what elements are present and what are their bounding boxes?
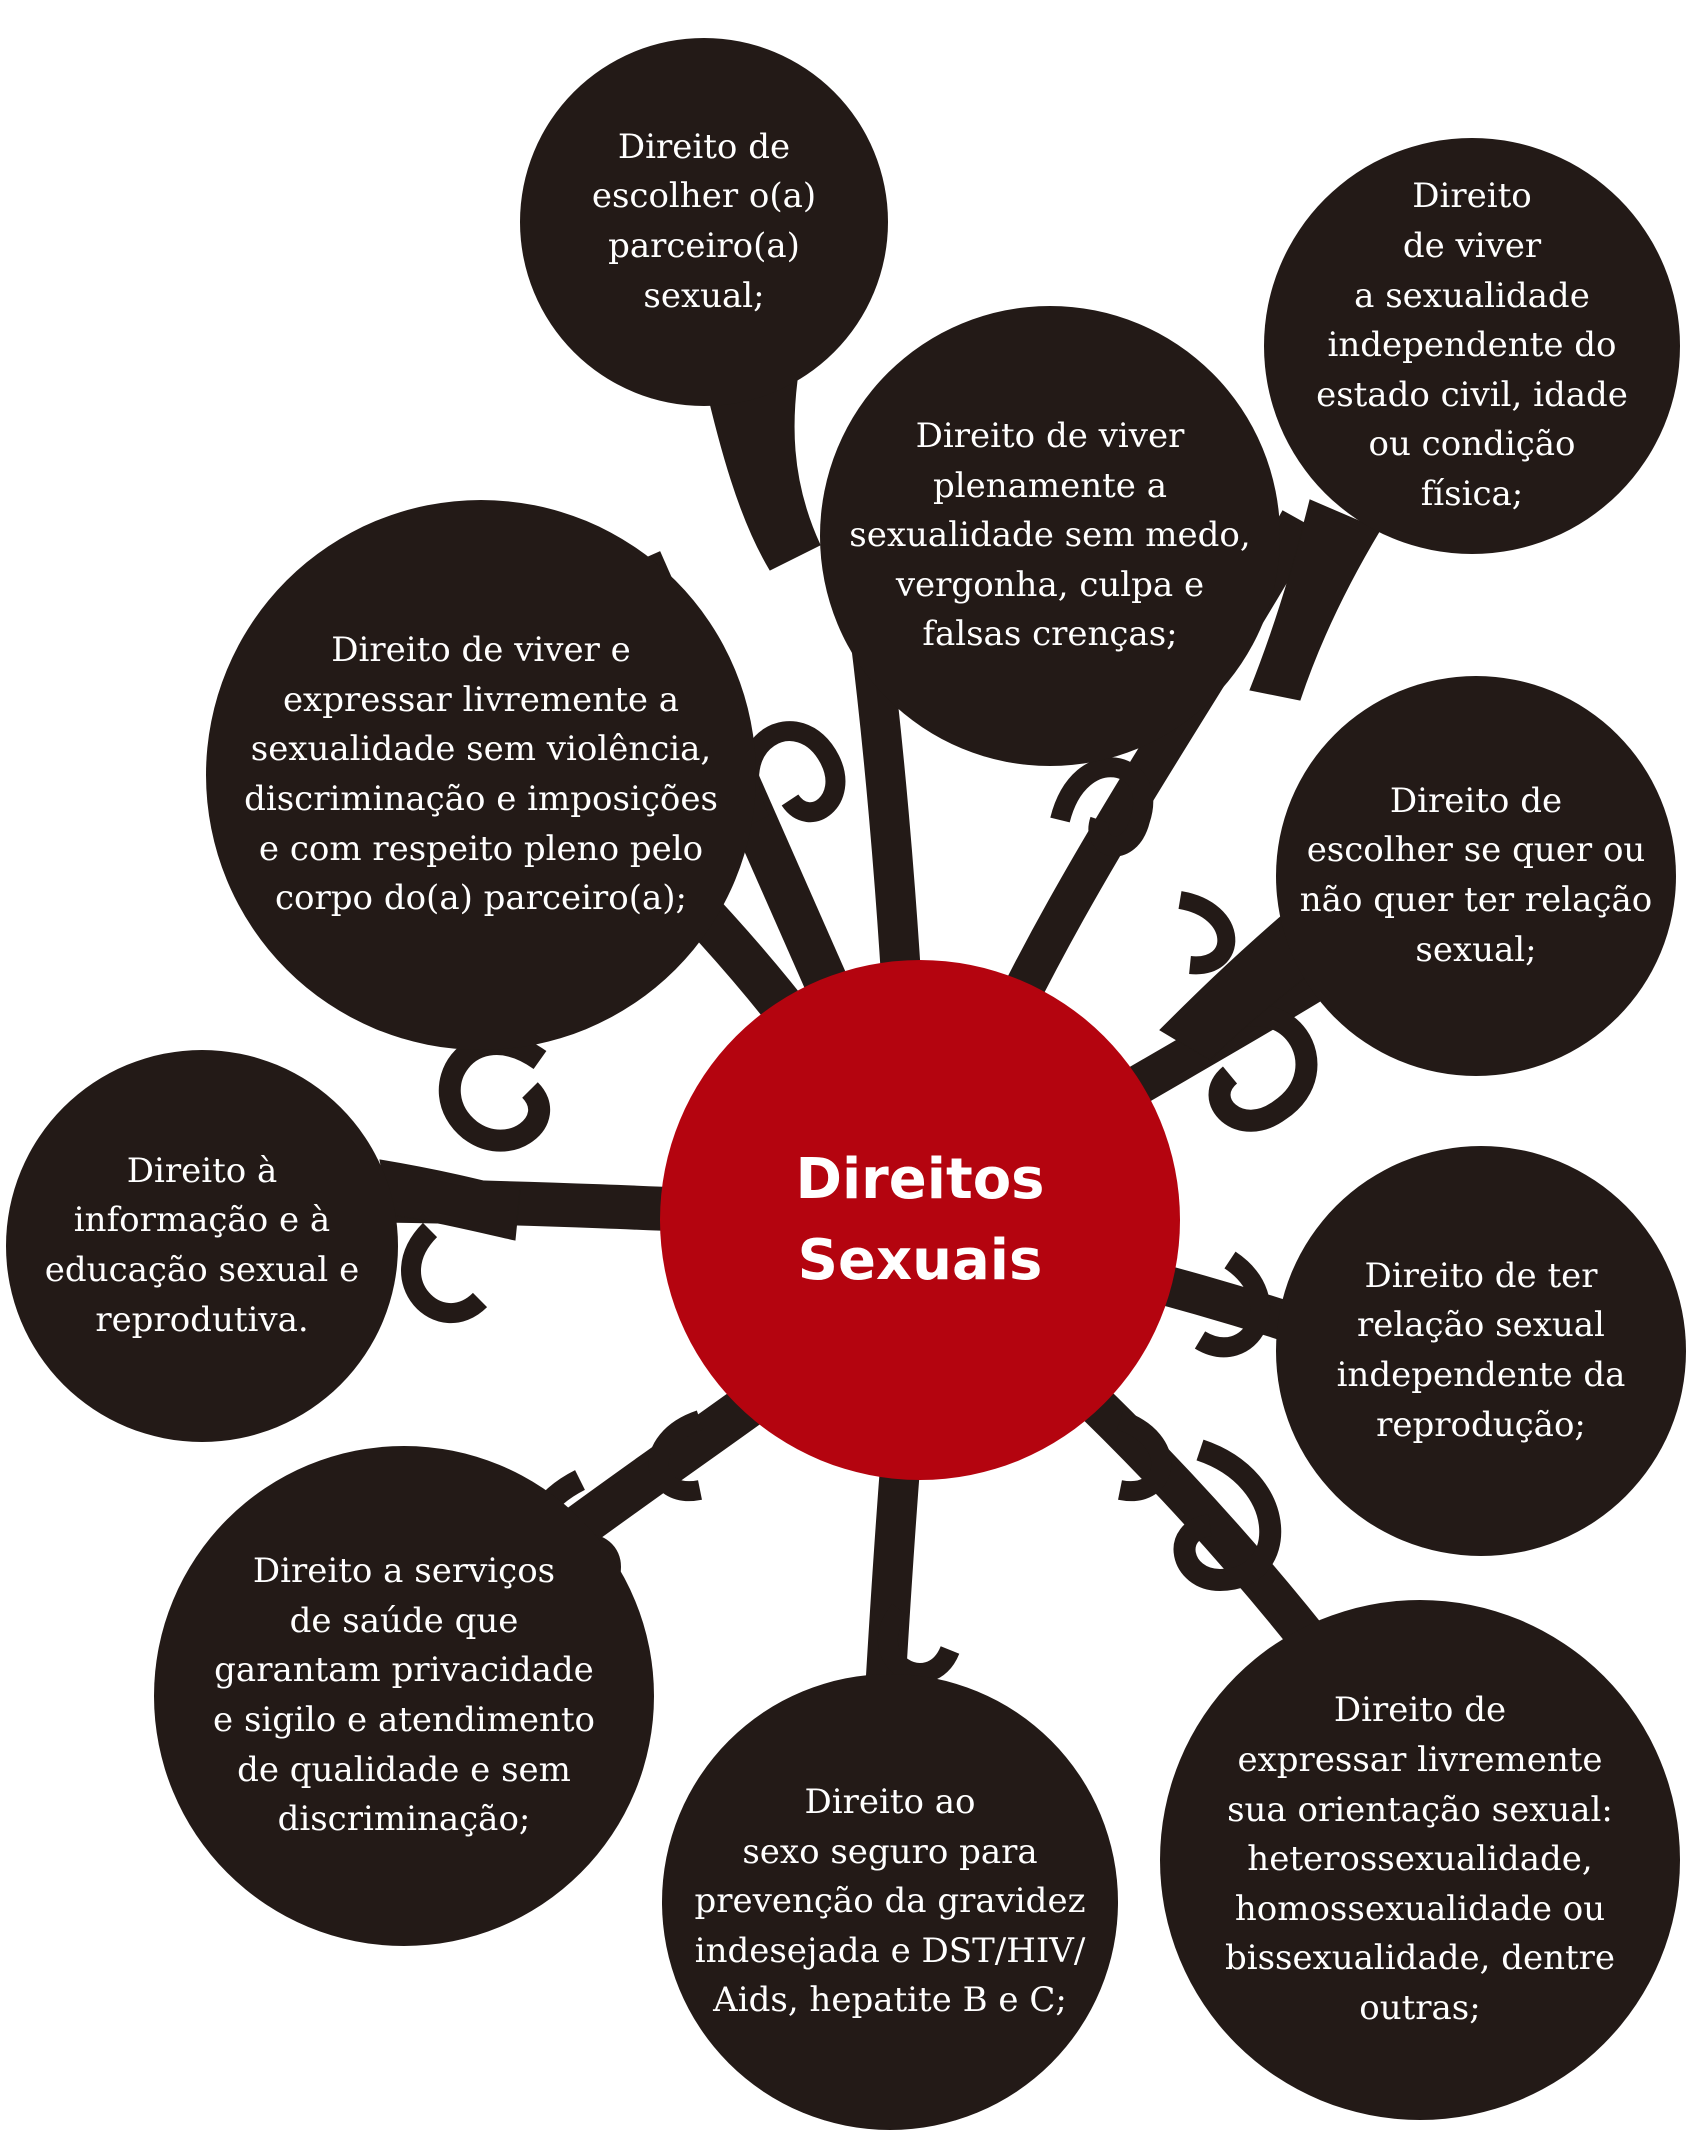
right-bubble-estado-civil: Direito de viver a sexualidade independe… [1264, 138, 1680, 554]
right-bubble-parceiro: Direito de escolher o(a) parceiro(a) sex… [520, 38, 888, 406]
right-bubble-expressar-livremente: Direito de viver e expressar livremente … [206, 500, 756, 1050]
right-bubble-informacao: Direito à informação e à educação sexual… [6, 1050, 398, 1442]
right-text-sexo-seguro: Direito ao sexo seguro para prevenção da… [694, 1781, 1086, 2021]
center-title: Direitos Sexuais [795, 1146, 1045, 1293]
right-bubble-sexo-seguro: Direito ao sexo seguro para prevenção da… [662, 1674, 1118, 2130]
right-text-viver-plenamente: Direito de viver plenamente a sexualidad… [849, 415, 1251, 655]
right-text-estado-civil: Direito de viver a sexualidade independe… [1316, 176, 1628, 515]
right-bubble-servicos-saude: Direito a serviços de saúde que garantam… [154, 1446, 654, 1946]
right-text-servicos-saude: Direito a serviços de saúde que garantam… [213, 1551, 595, 1840]
right-text-reproducao: Direito de ter relação sexual independen… [1336, 1255, 1626, 1445]
right-bubble-viver-plenamente: Direito de viver plenamente a sexualidad… [820, 306, 1280, 766]
right-text-expressar-livremente: Direito de viver e expressar livremente … [244, 630, 718, 919]
right-text-parceiro: Direito de escolher o(a) parceiro(a) sex… [591, 126, 817, 316]
right-bubble-relacao-sexual: Direito de escolher se quer ou não quer … [1276, 676, 1676, 1076]
right-bubble-reproducao: Direito de ter relação sexual independen… [1276, 1146, 1686, 1556]
right-text-orientacao: Direito de expressar livremente sua orie… [1224, 1690, 1616, 2029]
right-text-informacao: Direito à informação e à educação sexual… [44, 1150, 360, 1340]
center-circle: Direitos Sexuais [660, 960, 1180, 1480]
right-text-relacao-sexual: Direito de escolher se quer ou não quer … [1299, 780, 1653, 970]
right-bubble-orientacao: Direito de expressar livremente sua orie… [1160, 1600, 1680, 2120]
